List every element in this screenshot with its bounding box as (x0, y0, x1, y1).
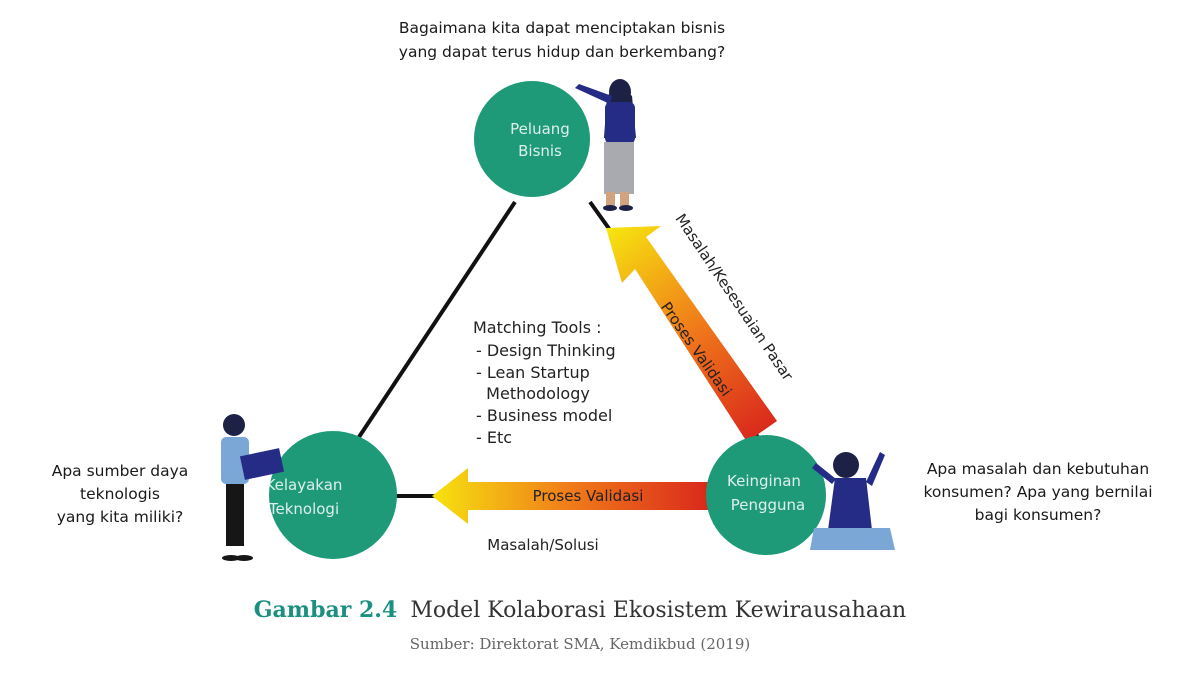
person-standing-illustration (575, 79, 636, 211)
svg-text:bagi konsumen?: bagi konsumen? (975, 506, 1102, 524)
caption-label: Gambar 2.4 (254, 597, 397, 623)
edge-top-left (355, 200, 517, 442)
validation-arrow-horizontal (432, 468, 712, 524)
svg-text:- Lean Startup: - Lean Startup (476, 363, 590, 382)
validation-arrow-diagonal (606, 226, 777, 442)
node-peluang-bisnis: Peluang Bisnis (474, 81, 590, 197)
edge-label-bottom: Masalah/Solusi (487, 536, 598, 554)
svg-text:- Business model: - Business model (476, 406, 612, 425)
person-laptop-illustration (221, 414, 285, 561)
caption-source: Sumber: Direktorat SMA, Kemdikbud (2019) (410, 635, 750, 653)
edge-label-right: Masalah/Kesesuaian Pasar (672, 210, 798, 384)
svg-text:yang kita miliki?: yang kita miliki? (57, 508, 184, 526)
svg-text:yang dapat terus hidup dan ber: yang dapat terus hidup dan berkembang? (399, 43, 725, 61)
caption-title: Model Kolaborasi Ekosistem Kewirausahaan (410, 598, 906, 623)
svg-text:Matching Tools :: Matching Tools : (473, 318, 602, 337)
node-kelayakan-teknologi: Kelayakan Teknologi (266, 431, 397, 559)
matching-tools-list: Matching Tools : - Design Thinking - Lea… (473, 318, 616, 447)
svg-text:Kelayakan: Kelayakan (266, 476, 343, 494)
svg-text:Apa sumber daya: Apa sumber daya (52, 462, 189, 480)
question-right: Apa masalah dan kebutuhan konsumen? Apa … (923, 460, 1152, 524)
svg-text:Bisnis: Bisnis (518, 142, 562, 160)
node-keinginan-pengguna: Keinginan Pengguna (706, 435, 826, 555)
svg-text:- Etc: - Etc (476, 428, 512, 447)
svg-text:Apa masalah dan kebutuhan: Apa masalah dan kebutuhan (927, 460, 1149, 478)
svg-text:Keinginan: Keinginan (727, 472, 801, 490)
svg-text:Teknologi: Teknologi (268, 500, 339, 518)
svg-text:Methodology: Methodology (476, 384, 590, 403)
svg-text:Peluang: Peluang (510, 120, 570, 138)
question-top: Bagaimana kita dapat menciptakan bisnis … (399, 19, 725, 61)
svg-text:Gambar 2.4 Model Kolabor: Gambar 2.4 Model Kolaborasi Ekosistem Ke… (254, 597, 906, 623)
question-left: Apa sumber daya teknologis yang kita mil… (52, 462, 189, 526)
svg-text:teknologis: teknologis (80, 485, 160, 503)
svg-text:- Design Thinking: - Design Thinking (476, 341, 616, 360)
person-sitting-illustration (810, 452, 895, 550)
svg-text:Bagaimana kita dapat menciptak: Bagaimana kita dapat menciptakan bisnis (399, 19, 725, 37)
figure-caption: Gambar 2.4 Model Kolaborasi Ekosistem Ke… (254, 597, 906, 653)
arrow-label-horizontal: Proses Validasi (533, 487, 644, 505)
svg-text:konsumen? Apa yang bernilai: konsumen? Apa yang bernilai (923, 483, 1152, 501)
svg-text:Pengguna: Pengguna (731, 496, 806, 514)
